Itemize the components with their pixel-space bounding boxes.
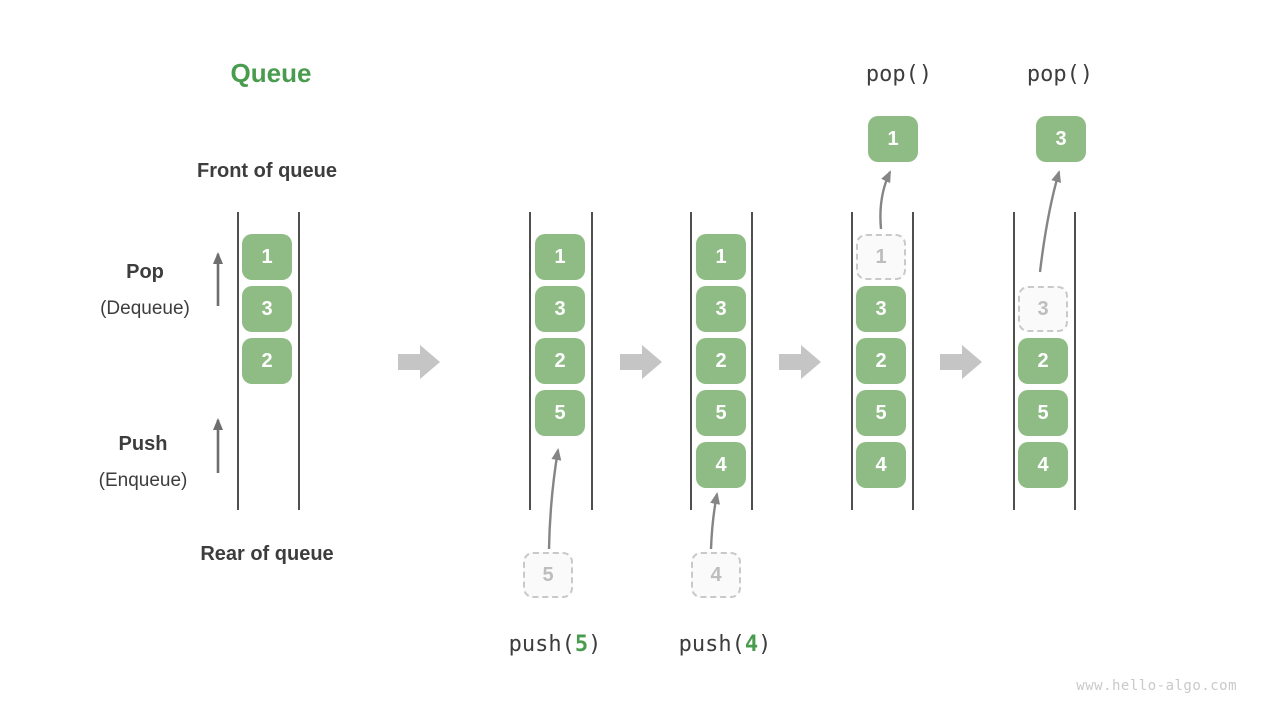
queue-wall-left — [1013, 212, 1015, 510]
queue-element: 2 — [242, 338, 292, 384]
push-label: Push — [118, 433, 168, 455]
popped-element: 1 — [868, 116, 918, 162]
enqueue-label: (Enqueue) — [98, 470, 188, 491]
push-operation-label: push(5) — [485, 632, 625, 657]
queue-element: 3 — [696, 286, 746, 332]
state-transition-arrow — [398, 345, 440, 379]
op-text: ) — [588, 632, 602, 657]
state-transition-arrow — [779, 345, 821, 379]
queue-wall-right — [912, 212, 914, 510]
pop-arrow — [1038, 170, 1061, 273]
front-of-queue-label: Front of queue — [197, 160, 337, 182]
queue-element: 2 — [535, 338, 585, 384]
queue-wall-left — [851, 212, 853, 510]
queue-wall-right — [751, 212, 753, 510]
queue-wall-right — [298, 212, 300, 510]
pop-operation-label: pop() — [1026, 62, 1094, 87]
queue-wall-left — [529, 212, 531, 510]
popped-element: 3 — [1036, 116, 1086, 162]
op-text: push( — [678, 632, 745, 657]
queue-element: 4 — [696, 442, 746, 488]
pop-operation-label: pop() — [865, 62, 933, 87]
queue-element: 2 — [1018, 338, 1068, 384]
queue-element: 4 — [856, 442, 906, 488]
pop-arrow — [879, 170, 892, 230]
op-argument: 5 — [574, 632, 589, 657]
queue-element: 4 — [1018, 442, 1068, 488]
pending-element-ghost: 4 — [691, 552, 741, 598]
queue-wall-left — [237, 212, 239, 510]
queue-element: 3 — [856, 286, 906, 332]
op-text: push( — [508, 632, 575, 657]
state-transition-arrow — [940, 345, 982, 379]
queue-element: 1 — [696, 234, 746, 280]
pop-label: Pop — [126, 261, 164, 283]
queue-element: 5 — [696, 390, 746, 436]
op-text: ) — [758, 632, 772, 657]
queue-element: 5 — [535, 390, 585, 436]
queue-element: 1 — [535, 234, 585, 280]
removed-element-ghost: 1 — [856, 234, 906, 280]
queue-element: 3 — [535, 286, 585, 332]
removed-element-ghost: 3 — [1018, 286, 1068, 332]
queue-wall-left — [690, 212, 692, 510]
queue-element: 2 — [856, 338, 906, 384]
diagram-title: Queue — [230, 58, 312, 88]
queue-element: 2 — [696, 338, 746, 384]
queue-element: 3 — [242, 286, 292, 332]
queue-element: 5 — [856, 390, 906, 436]
rear-of-queue-label: Rear of queue — [200, 543, 334, 565]
push-arrow — [709, 492, 721, 550]
watermark: www.hello-algo.com — [1076, 678, 1237, 694]
push-arrow — [547, 448, 562, 550]
queue-wall-right — [591, 212, 593, 510]
pending-element-ghost: 5 — [523, 552, 573, 598]
state-transition-arrow — [620, 345, 662, 379]
queue-element: 5 — [1018, 390, 1068, 436]
queue-element: 1 — [242, 234, 292, 280]
queue-wall-right — [1074, 212, 1076, 510]
dequeue-label: (Dequeue) — [100, 298, 190, 319]
push-operation-label: push(4) — [655, 632, 795, 657]
op-argument: 4 — [744, 632, 759, 657]
